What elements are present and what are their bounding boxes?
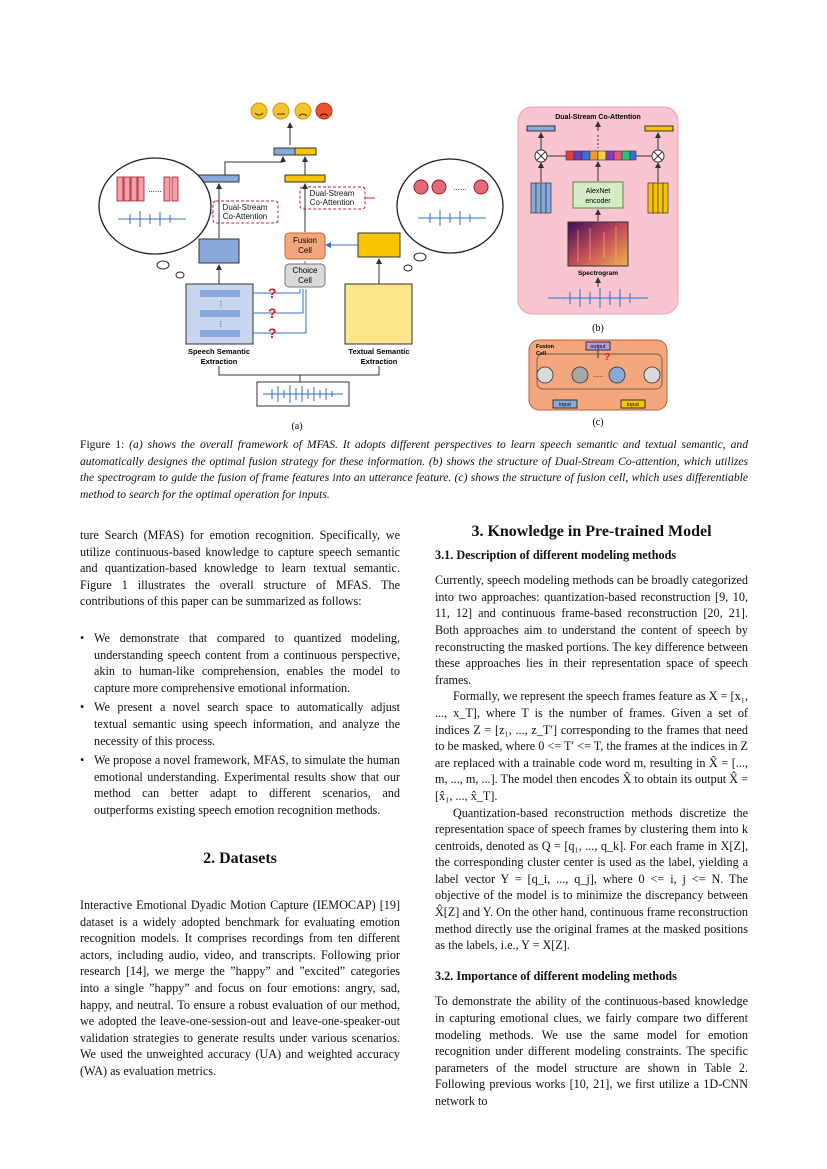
section-2-paragraph: Interactive Emotional Dyadic Motion Capt… xyxy=(80,898,400,1079)
fusion-cell-inner xyxy=(536,353,663,390)
svg-text:⋮: ⋮ xyxy=(218,321,225,328)
text-encoder-block xyxy=(357,232,401,258)
panel-c: Fusion Cell output ? ...... input input … xyxy=(528,339,668,428)
text-token-features xyxy=(647,182,669,214)
svg-text:?: ? xyxy=(268,305,277,321)
caption-text: (a) shows the overall framework of MFAS.… xyxy=(80,438,748,501)
textual-semantic-extraction-block xyxy=(344,283,413,345)
paragraph-3-1-a: Currently, speech modeling methods can b… xyxy=(435,573,748,687)
paragraph-3-1-b: Formally, we represent the speech frames… xyxy=(435,689,748,803)
svg-text:Cell: Cell xyxy=(298,276,312,285)
figure-1: Dual-Stream Co-Attention Dual-Stream Co-… xyxy=(0,0,827,520)
svg-text:Speech Semantic: Speech Semantic xyxy=(188,347,250,356)
svg-text:Dual-Stream: Dual-Stream xyxy=(310,189,355,198)
speech-utterance-vector xyxy=(198,174,240,183)
subsection-3-1-title: 3.1. Description of different modeling m… xyxy=(435,547,677,562)
svg-text:AlexNet: AlexNet xyxy=(586,188,611,195)
svg-text:......: ...... xyxy=(453,183,466,192)
svg-text:Spectrogram: Spectrogram xyxy=(578,270,618,277)
speech-thought-bubble: ...... xyxy=(98,157,212,279)
panel-b-waveform xyxy=(548,288,648,308)
svg-text:Fusion: Fusion xyxy=(536,344,555,350)
svg-text:input: input xyxy=(559,402,571,408)
speech-frame-features xyxy=(530,182,552,214)
merged-feature-vector xyxy=(273,147,296,156)
svg-text:?: ? xyxy=(268,285,277,301)
figure-caption: Figure 1: (a) shows the overall framewor… xyxy=(80,437,748,503)
svg-text:(c): (c) xyxy=(592,417,603,428)
waveform-icon xyxy=(263,385,343,403)
section-2-title: 2. Datasets xyxy=(203,849,277,867)
svg-text:Dual-Stream Co-Attention: Dual-Stream Co-Attention xyxy=(555,114,641,121)
caption-label: Figure 1: xyxy=(80,438,125,451)
attention-weights-bar xyxy=(565,150,637,161)
svg-text:......: ...... xyxy=(593,373,603,379)
dsca-left-box xyxy=(212,200,279,224)
panel-c-background xyxy=(528,339,668,411)
speech-encoder-block xyxy=(198,238,240,264)
svg-text:Co-Attention: Co-Attention xyxy=(310,198,354,207)
svg-text:input: input xyxy=(627,402,639,408)
svg-text:Textual Semantic: Textual Semantic xyxy=(348,347,409,356)
paragraph-3-2-a: To demonstrate the ability of the contin… xyxy=(435,994,748,1108)
svg-text:(b): (b) xyxy=(592,323,604,334)
emotion-emoji-row xyxy=(250,102,333,120)
svg-text:output: output xyxy=(590,344,606,350)
list-item: •We demonstrate that compared to quantiz… xyxy=(80,630,400,695)
svg-text:(a): (a) xyxy=(291,421,302,432)
contributions-list: •We demonstrate that compared to quantiz… xyxy=(80,630,400,819)
paragraph-3-1-c: Quantization-based reconstruction method… xyxy=(435,805,748,953)
section-3-title: 3. Knowledge in Pre-trained Model xyxy=(471,523,712,540)
text-utterance-vector xyxy=(284,174,326,183)
svg-text:encoder: encoder xyxy=(585,198,611,205)
svg-text:Extraction: Extraction xyxy=(361,357,398,366)
svg-text:......: ...... xyxy=(148,185,161,194)
spectrogram-image xyxy=(567,221,629,267)
svg-text:Cell: Cell xyxy=(298,246,312,255)
right-column: 3. Knowledge in Pre-trained Model 3.1. D… xyxy=(435,523,748,1110)
list-item: •We present a novel search space to auto… xyxy=(80,700,400,748)
text-thought-bubble: ...... xyxy=(396,158,504,272)
svg-text:?: ? xyxy=(604,352,610,363)
panel-a: Dual-Stream Co-Attention Dual-Stream Co-… xyxy=(98,102,504,432)
svg-text:Dual-Stream: Dual-Stream xyxy=(223,203,268,212)
alexnet-encoder xyxy=(572,181,624,209)
svg-text:Fusion: Fusion xyxy=(293,236,317,245)
svg-text:Choice: Choice xyxy=(293,266,318,275)
list-item: •We propose a novel framework, MFAS, to … xyxy=(80,753,400,817)
left-column: ture Search (MFAS) for emotion recogniti… xyxy=(80,527,400,1080)
subsection-3-2-title: 3.2. Importance of different modeling me… xyxy=(435,968,677,983)
intro-paragraph: ture Search (MFAS) for emotion recogniti… xyxy=(80,528,400,609)
panel-b: Dual-Stream Co-Attention xyxy=(517,106,679,334)
svg-text:Co-Attention: Co-Attention xyxy=(223,212,267,221)
svg-text:?: ? xyxy=(268,325,277,341)
svg-text:Extraction: Extraction xyxy=(201,357,238,366)
svg-text:⋮: ⋮ xyxy=(218,301,225,308)
